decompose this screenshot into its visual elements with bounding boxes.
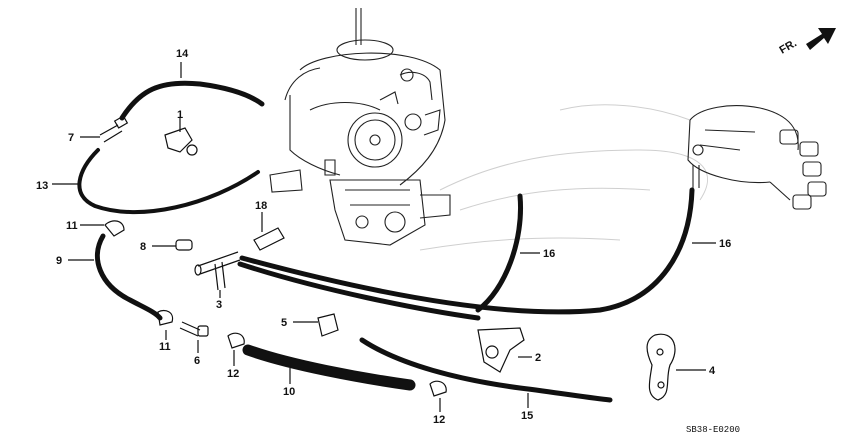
hose-16 [239,187,695,315]
label-7: 7 [68,132,74,144]
label-6: 6 [194,355,200,367]
gasket-4 [646,333,676,401]
clip-11b [157,309,174,326]
small-parts [99,115,676,401]
label-1: 1 [177,109,183,121]
label-4: 4 [709,365,716,377]
distributor [687,105,827,210]
label-17: 16 [543,248,555,260]
label-12-right: 12 [433,414,445,426]
tube-18 [253,227,285,251]
hose-13 [77,148,260,215]
label-13: 13 [36,180,48,192]
hose-15 [359,337,613,403]
label-5: 5 [281,317,287,329]
t-joint-3 [197,251,241,275]
label-12-left: 12 [227,368,239,380]
part-labels: 14 1 7 13 11 8 18 9 3 5 11 6 12 10 12 15… [36,48,731,426]
label-10: 10 [283,386,295,398]
label-16: 16 [719,238,731,250]
connector-6 [179,321,201,337]
label-15: 15 [521,410,533,422]
front-label: FR. [778,37,799,56]
label-2: 2 [535,352,541,364]
label-11-bottom: 11 [159,341,171,353]
plug-8 [175,239,193,251]
front-arrow-icon [806,28,836,50]
clamp-5 [317,313,339,337]
engine-block-outline [419,104,708,251]
bracket-2 [477,327,525,373]
bracket-1 [164,127,193,153]
hose-14 [119,80,265,121]
label-3: 3 [216,299,222,311]
label-14: 14 [176,48,189,60]
hoses [77,80,695,403]
label-11-top: 11 [66,220,78,232]
clip-11a [104,220,125,237]
hose-9 [94,233,163,321]
diagram-code: SB38-E0200 [686,425,740,435]
front-direction-indicator: FR. [778,28,836,57]
carburetor-assembly [269,8,451,246]
clip-12b [429,380,447,397]
leader-lines [52,62,716,412]
clip-12a [227,332,245,349]
fitting-7 [99,124,123,143]
label-9: 9 [56,255,62,267]
label-18: 18 [255,200,267,212]
label-8: 8 [140,241,146,253]
